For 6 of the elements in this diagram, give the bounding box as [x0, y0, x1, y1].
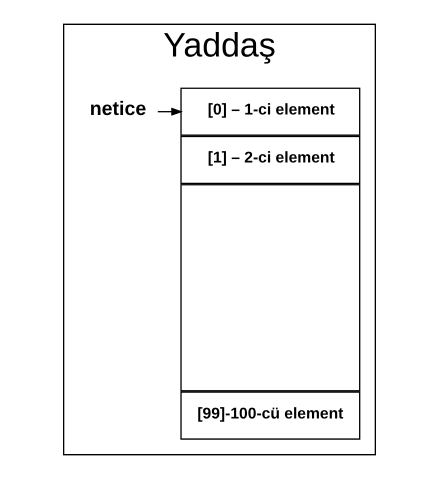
node-box: [1] – 2-ci element	[180, 136, 360, 184]
node-box: [99]-100-cü element	[180, 391, 360, 440]
arrow	[158, 108, 183, 116]
node-box: [0] – 1-ci element	[180, 88, 360, 136]
node-box	[180, 184, 360, 392]
node-text: netice	[90, 98, 146, 120]
